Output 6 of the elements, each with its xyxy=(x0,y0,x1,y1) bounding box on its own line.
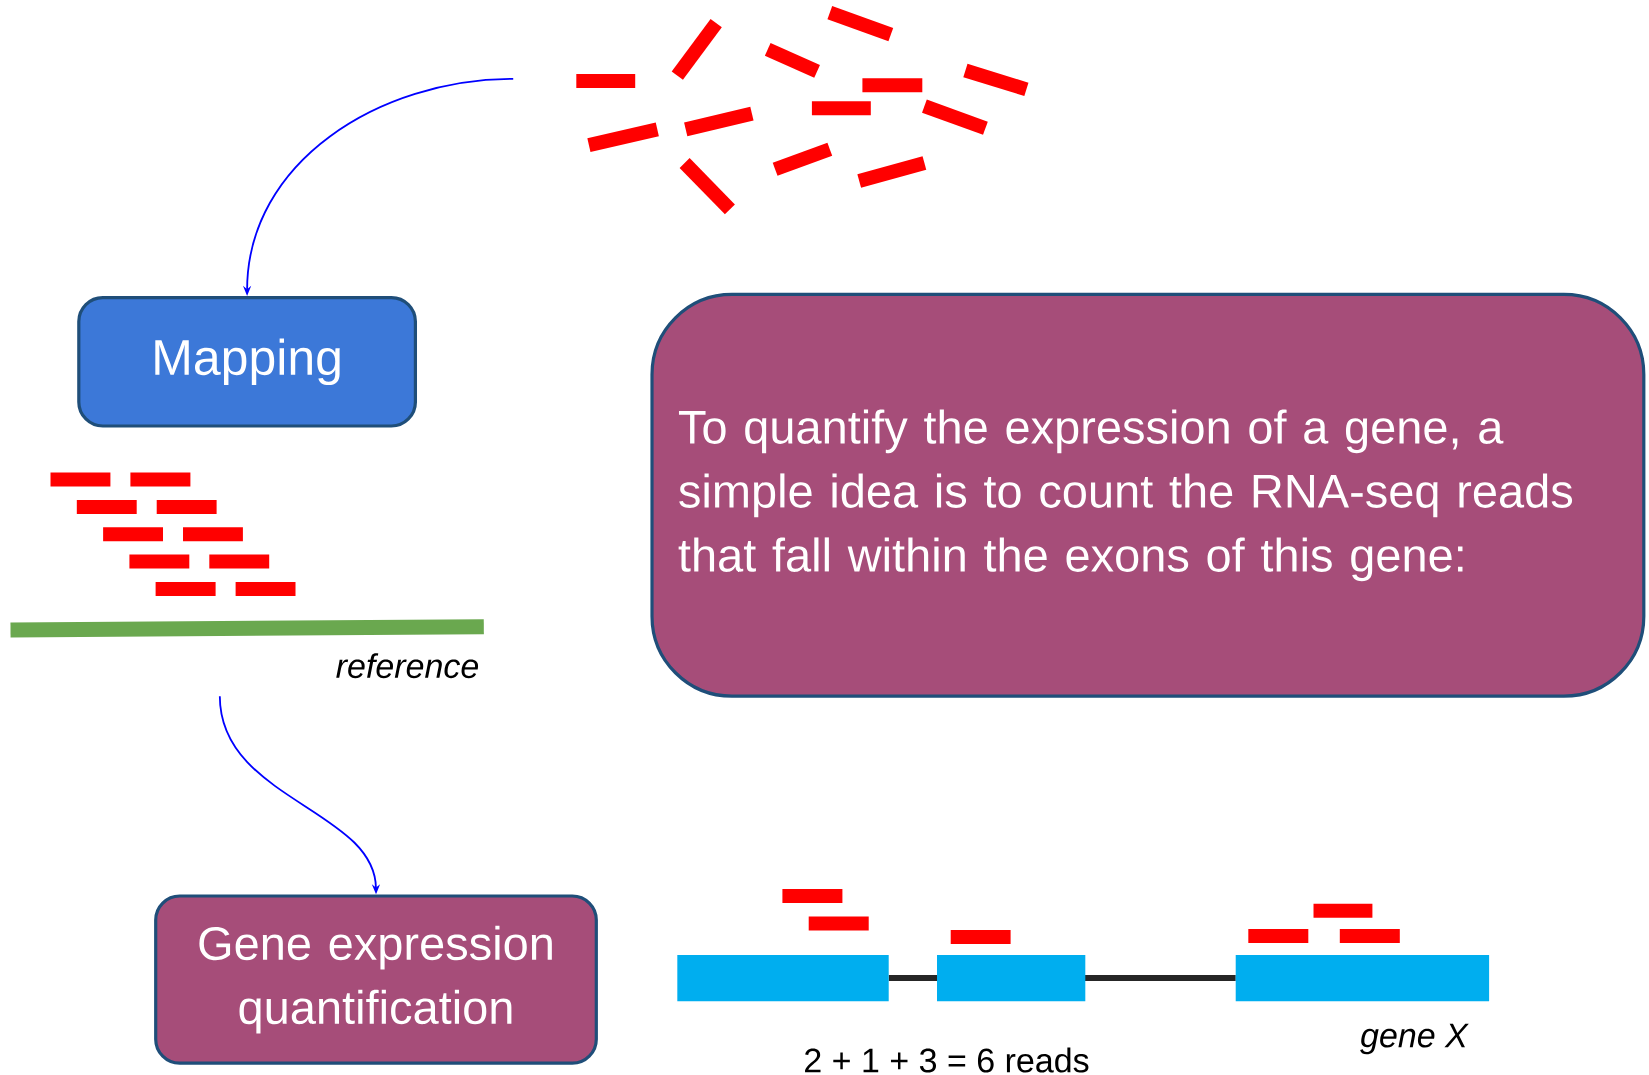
process-box: Gene expression quantification xyxy=(154,894,598,1065)
italic-label: reference xyxy=(336,653,479,679)
process-box: Mapping xyxy=(77,296,417,428)
caption-text: 2 + 1 + 3 = 6 reads xyxy=(805,1047,1089,1073)
text-box: To quantify the expression of a gene, a simple idea is to count the RNA-seq reads that fall within the exons of this gene: xyxy=(650,292,1646,698)
italic-label: gene X xyxy=(1360,1023,1469,1055)
